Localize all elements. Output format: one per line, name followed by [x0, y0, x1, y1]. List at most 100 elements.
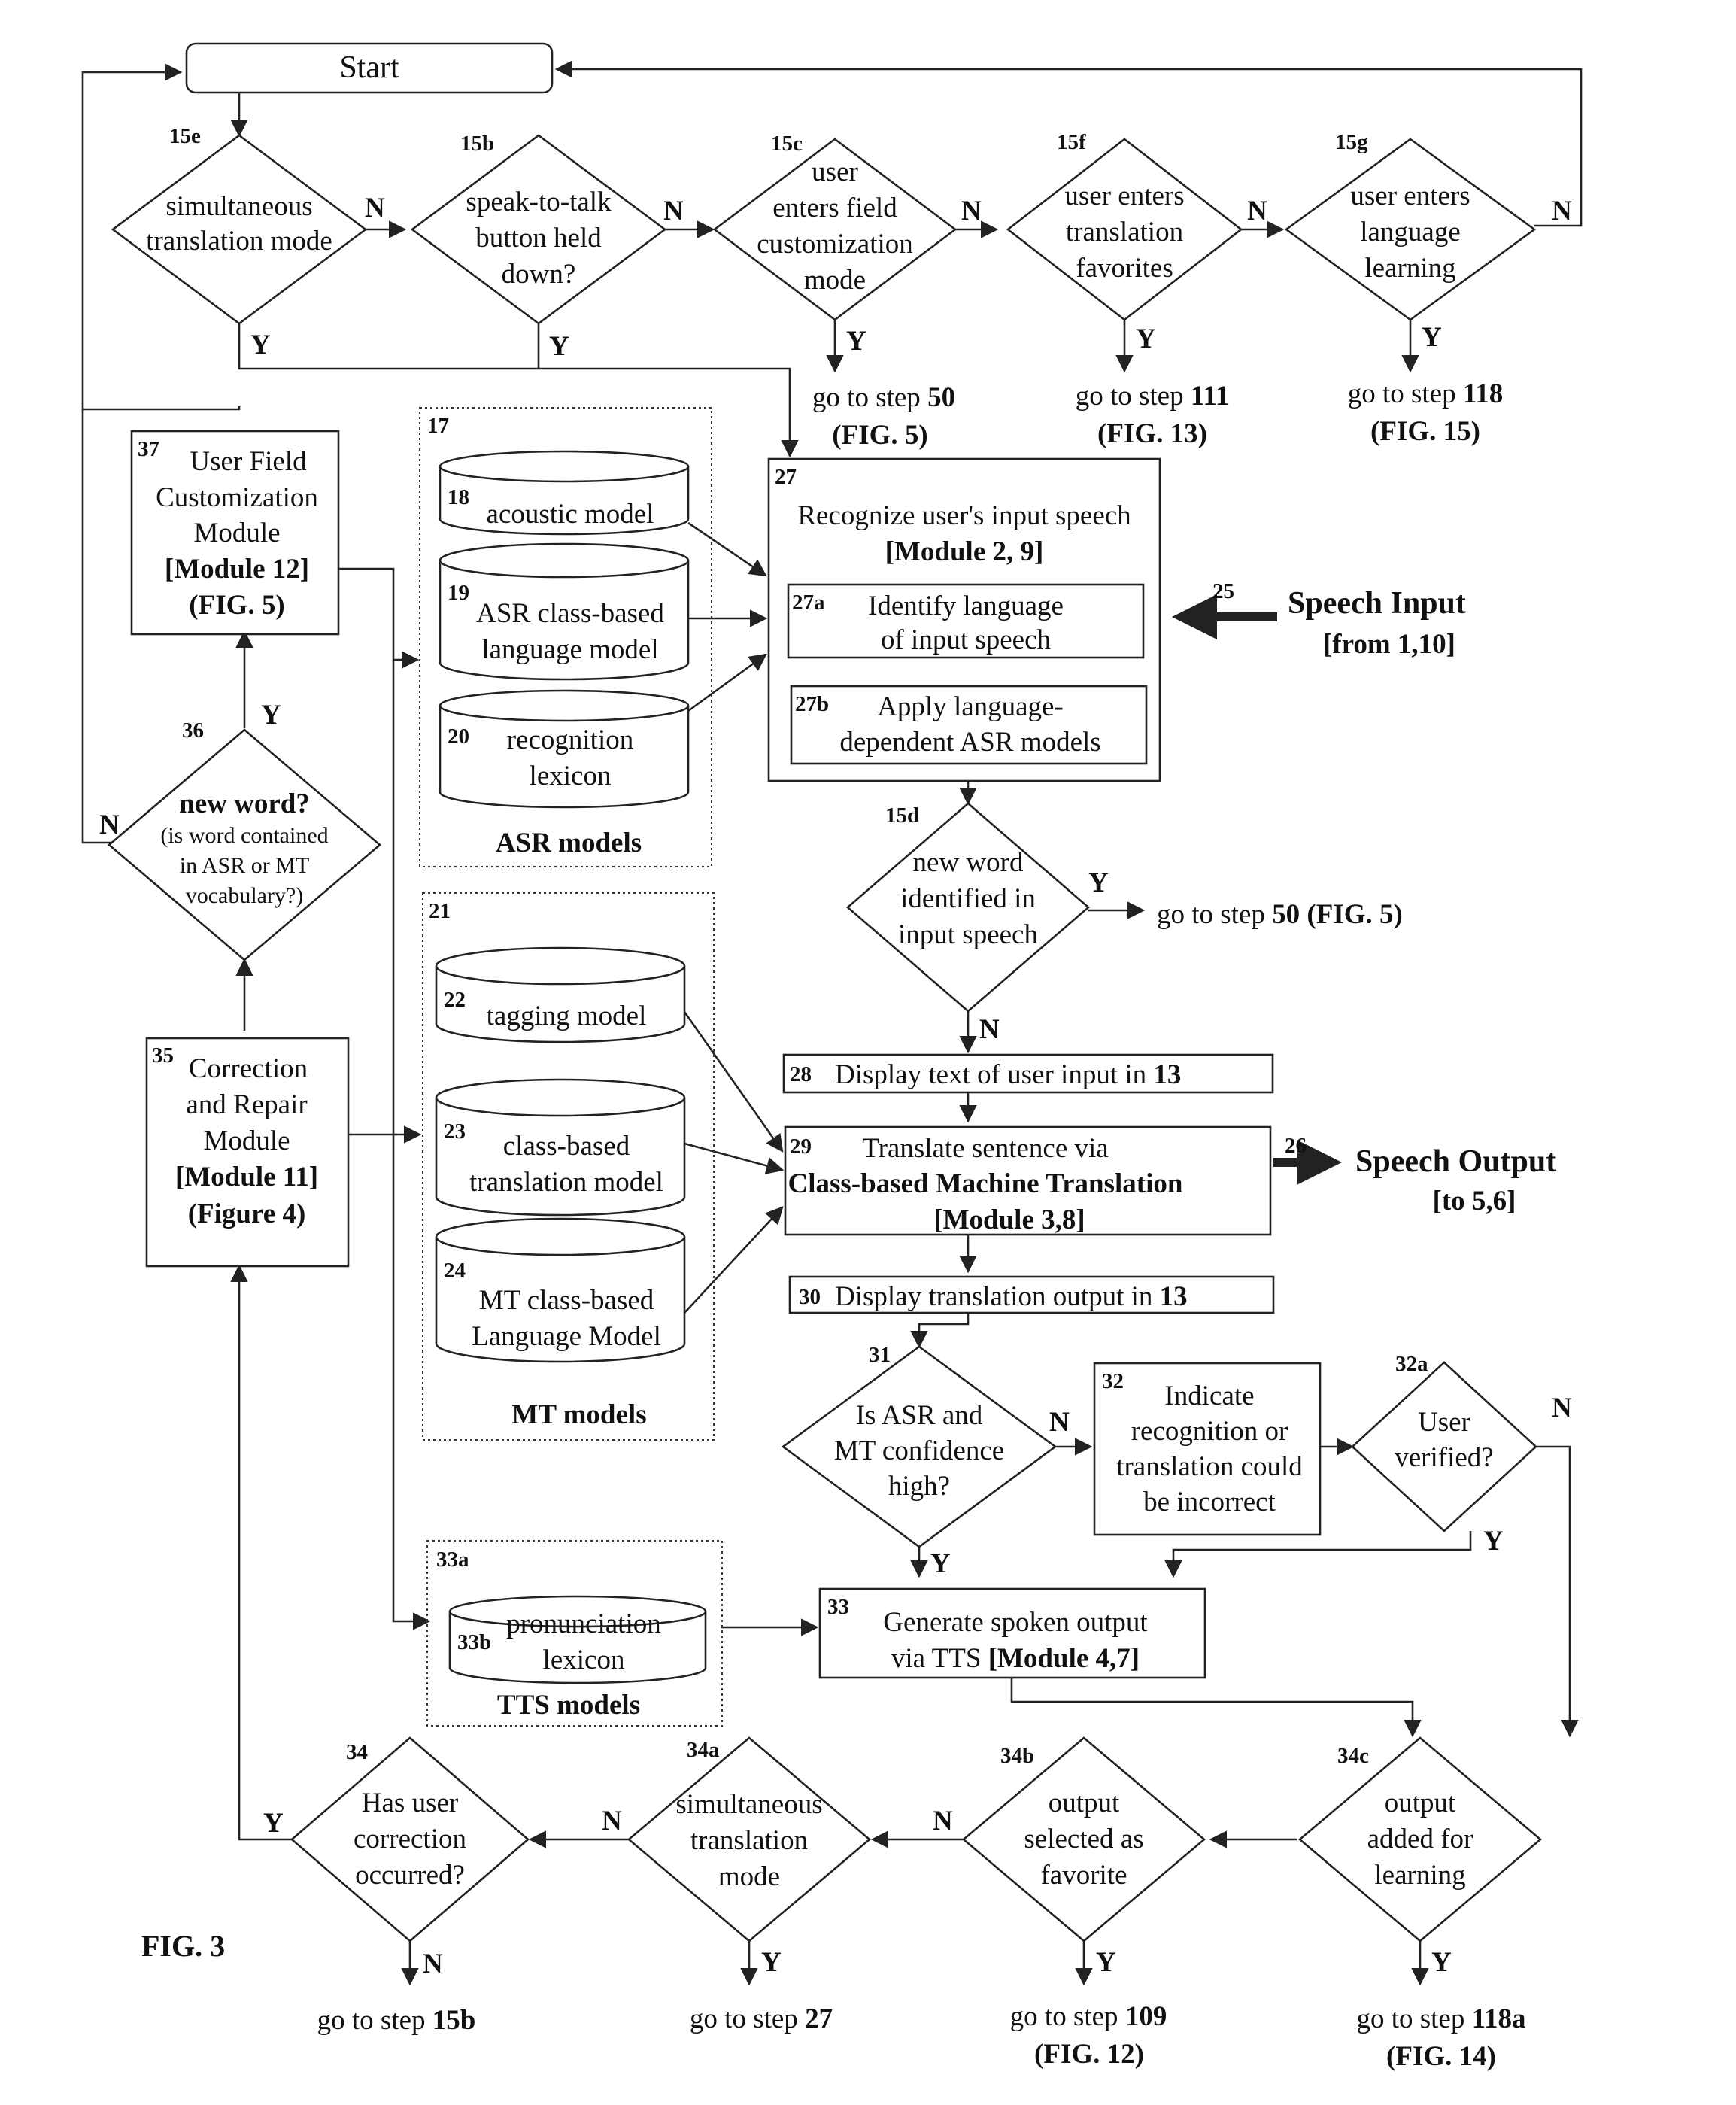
decision-line: translation: [690, 1825, 808, 1856]
speech-output: 26 Speech Output [to 5,6]: [1285, 1134, 1556, 1217]
svg-text:25: 25: [1212, 579, 1234, 603]
box-29-translate-sentence: 29 Translate sentence via Class-based Ma…: [785, 1127, 1270, 1235]
speech-output-title: Speech Output: [1355, 1144, 1556, 1179]
decision-line: speak-to-talk: [466, 187, 612, 217]
decision-15f: 15fuser enterstranslationfavorites: [1008, 130, 1241, 320]
svg-text:Translate sentence via: Translate sentence via: [862, 1133, 1108, 1164]
start-label: Start: [339, 50, 399, 85]
decision-line: user enters: [1064, 181, 1184, 211]
decision-ref: 32a: [1395, 1352, 1428, 1376]
decision-ref: 34c: [1337, 1744, 1369, 1768]
mt-group-ref: 21: [429, 899, 451, 923]
y-15c: Y: [846, 326, 866, 357]
decision-line: selected as: [1024, 1824, 1143, 1854]
goto-step-50-fig5: go to step 50 (FIG. 5): [1157, 899, 1403, 930]
decision-line: translation mode: [146, 226, 332, 257]
svg-text:(FIG. 14): (FIG. 14): [1386, 2041, 1496, 2072]
box-27a-identify-language: 27a Identify language of input speech: [788, 585, 1143, 658]
cylinder-label: translation model: [469, 1167, 663, 1198]
y-15d: Y: [1088, 867, 1109, 898]
cylinder-label: ASR class-based: [476, 598, 664, 629]
mt-group-label: MT models: [511, 1399, 646, 1430]
svg-text:28: 28: [790, 1062, 812, 1086]
decision-line: User: [1418, 1407, 1470, 1438]
n-34: N: [423, 1949, 443, 1979]
cylinder-ref: 24: [444, 1259, 466, 1283]
svg-text:29: 29: [790, 1135, 812, 1159]
n-34b: N: [933, 1806, 953, 1836]
decision-ref: 31: [869, 1343, 891, 1367]
y-34c: Y: [1431, 1947, 1452, 1978]
decision-ref: 34a: [687, 1738, 720, 1762]
asr-group-label: ASR models: [496, 828, 642, 858]
decision-line: button held: [475, 223, 602, 254]
cylinder-label: tagging model: [487, 1001, 647, 1031]
decision-line: MT confidence: [834, 1435, 1004, 1466]
decision-line: learning: [1374, 1860, 1465, 1891]
y-31: Y: [930, 1548, 951, 1579]
svg-text:Generate spoken output: Generate spoken output: [883, 1607, 1148, 1638]
cylinder-label: recognition: [507, 724, 634, 755]
box-30-display-translation: 30 Display translation output in 13: [790, 1277, 1273, 1313]
decision-line: learning: [1364, 253, 1455, 284]
figure-label: FIG. 3: [141, 1929, 225, 1963]
decision-line: occurred?: [355, 1860, 465, 1891]
box-32-indicate-incorrect: 32 Indicate recognition or translation c…: [1094, 1363, 1320, 1535]
svg-text:27a: 27a: [792, 591, 825, 615]
svg-text:32: 32: [1102, 1369, 1124, 1393]
svg-text:[Module 3,8]: [Module 3,8]: [933, 1204, 1085, 1235]
svg-text:Display translation output in: Display translation output in 13: [835, 1281, 1188, 1312]
goto-step-15b: go to step 15b: [317, 2005, 476, 2036]
svg-text:[Module 2, 9]: [Module 2, 9]: [885, 536, 1044, 567]
decision-31: 31Is ASR andMT confidencehigh?: [783, 1343, 1055, 1547]
asr-group-ref: 17: [427, 414, 449, 438]
svg-text:(Figure 4): (Figure 4): [188, 1198, 306, 1229]
decision-line: mode: [804, 265, 866, 296]
svg-text:27b: 27b: [795, 692, 829, 716]
decision-line: language: [1360, 217, 1461, 248]
svg-text:[Module 12]: [Module 12]: [165, 554, 309, 585]
svg-text:dependent ASR models: dependent ASR models: [839, 727, 1100, 758]
decision-34a: 34asimultaneoustranslationmode: [629, 1738, 870, 1941]
cylinder-label: lexicon: [543, 1645, 625, 1675]
cylinder-18: 18acoustic model: [440, 451, 688, 534]
svg-text:Recognize user's input speech: Recognize user's input speech: [797, 500, 1131, 531]
decision-line: identified in: [900, 883, 1036, 914]
decision-line: favorite: [1040, 1860, 1127, 1891]
cylinder-22: 22 tagging model: [436, 948, 684, 1042]
box-37-user-field-customization: 37 User Field Customization Module [Modu…: [132, 431, 338, 634]
svg-text:via TTS [Module 4,7]: via TTS [Module 4,7]: [891, 1643, 1140, 1674]
box-35-correction-repair: 35 Correction and Repair Module [Module …: [147, 1038, 348, 1266]
y-15f: Y: [1136, 323, 1156, 354]
decision-ref: 34: [346, 1740, 368, 1764]
n-15d: N: [979, 1014, 1000, 1045]
decision-15e: 15esimultaneoustranslation mode: [113, 124, 366, 323]
cylinder-label: Language Model: [472, 1321, 661, 1352]
decision-line: user enters: [1350, 181, 1470, 211]
decision-ref: 15e: [169, 124, 201, 148]
y-34b: Y: [1096, 1947, 1116, 1978]
cylinder-label: lexicon: [530, 761, 612, 791]
svg-text:Module: Module: [203, 1125, 290, 1156]
n-15e: N: [365, 193, 385, 223]
decision-line: output: [1385, 1788, 1456, 1818]
svg-text:and Repair: and Repair: [186, 1089, 307, 1120]
svg-text:recognition or: recognition or: [1131, 1416, 1288, 1447]
tts-group-label: TTS models: [497, 1690, 640, 1721]
cylinder-ref: 22: [444, 988, 466, 1012]
y-15e: Y: [250, 330, 271, 360]
svg-text:[Module 11]: [Module 11]: [175, 1162, 318, 1192]
svg-text:Correction: Correction: [189, 1053, 308, 1084]
svg-text:(FIG. 15): (FIG. 15): [1370, 416, 1480, 447]
decision-ref: 15f: [1057, 130, 1086, 154]
cylinder-label: acoustic model: [487, 499, 654, 530]
svg-text:27: 27: [775, 465, 797, 489]
decision-ref: 36: [182, 718, 204, 743]
decision-line: simultaneous: [675, 1789, 822, 1820]
svg-text:37: 37: [138, 437, 159, 461]
n-15c: N: [961, 196, 982, 226]
svg-text:26: 26: [1285, 1134, 1307, 1158]
cylinder-19: 19ASR class-basedlanguage model: [440, 544, 688, 679]
decision-32a: 32aUserverified?: [1352, 1352, 1536, 1531]
